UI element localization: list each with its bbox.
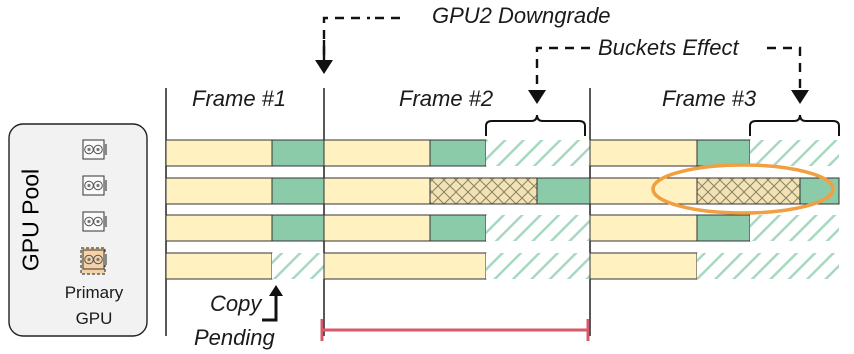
lane2-frame2-slow-segment (429, 177, 538, 205)
lanes-layer (165, 139, 840, 280)
lane1-frame1-composite-segment (271, 139, 325, 167)
downgrade-highlight-ellipse (651, 163, 835, 215)
buckets-effect-right-connector (767, 46, 802, 92)
bucket-bracket-frame3 (749, 114, 840, 136)
lane4-frame2-wait-segment (486, 253, 590, 279)
copy-pending-arrow-line (262, 293, 278, 322)
buckets-effect-right-arrowhead (791, 90, 809, 104)
lane2-frame2-composite-segment (536, 177, 591, 205)
gpu-card-icon (82, 249, 107, 270)
gpu-card-icon (82, 211, 107, 232)
copy-label: Copy (210, 291, 262, 316)
gpu-card-icon (82, 175, 107, 196)
lane2-frame3-slow-segment (696, 177, 801, 205)
frame3-label: Frame #3 (662, 86, 757, 111)
lane2-frame2-render-segment (323, 177, 431, 205)
lane3-frame2-wait-segment (486, 215, 590, 241)
lane1-frame2-wait-segment (486, 140, 590, 166)
gpu2-downgrade-label: GPU2 Downgrade (432, 3, 611, 28)
lane1-frame3-composite-segment (696, 139, 751, 167)
frame2-label: Frame #2 (399, 86, 494, 111)
lane2-frame1-composite-segment (271, 177, 325, 205)
lane4-frame3-render-segment (589, 252, 698, 280)
lane4-frame1-wait-segment (272, 253, 324, 279)
buckets-effect-left-connector (535, 46, 590, 92)
lane1-frame2-composite-segment (429, 139, 487, 167)
gpu-pool-title: GPU Pool (17, 168, 44, 272)
lane3-frame3-render-segment (589, 214, 698, 242)
gpu2-downgrade-arrowhead (315, 60, 333, 74)
lane3-frame1-render-segment (165, 214, 273, 242)
lane4-frame2-render-segment (323, 252, 487, 280)
lane3-frame3-wait-segment (750, 215, 839, 241)
lane4-frame1-render-segment (165, 252, 273, 280)
frame1-label: Frame #1 (192, 86, 287, 111)
gpu-icons-layer (82, 139, 107, 270)
lane3-frame2-composite-segment (429, 214, 487, 242)
gpu-pool-panel (8, 123, 148, 337)
lane4-frame3-wait-segment (697, 253, 839, 279)
bucket-bracket-frame2 (485, 114, 586, 136)
primary-gpu-label-line2: GPU (75, 309, 113, 328)
copy-pending-arrowhead (269, 285, 283, 296)
lane1-frame3-wait-segment (750, 140, 839, 166)
primary-gpu-label-line1: Primary (64, 283, 124, 302)
gpu-pool-title-wrap: GPU Pool (16, 169, 46, 271)
lane1-frame2-render-segment (323, 139, 431, 167)
lane1-frame3-render-segment (589, 139, 698, 167)
lane3-frame1-composite-segment (271, 214, 325, 242)
buckets-effect-label: Buckets Effect (598, 35, 739, 60)
pending-label: Pending (194, 325, 275, 350)
lane2-frame1-render-segment (165, 177, 273, 205)
lane3-frame2-render-segment (323, 214, 431, 242)
lane3-frame3-composite-segment (696, 214, 751, 242)
buckets-effect-left-arrowhead (528, 90, 546, 104)
gpu-card-icon (82, 139, 107, 160)
lane2-frame3-render-segment (589, 177, 698, 205)
lane1-frame1-render-segment (165, 139, 273, 167)
